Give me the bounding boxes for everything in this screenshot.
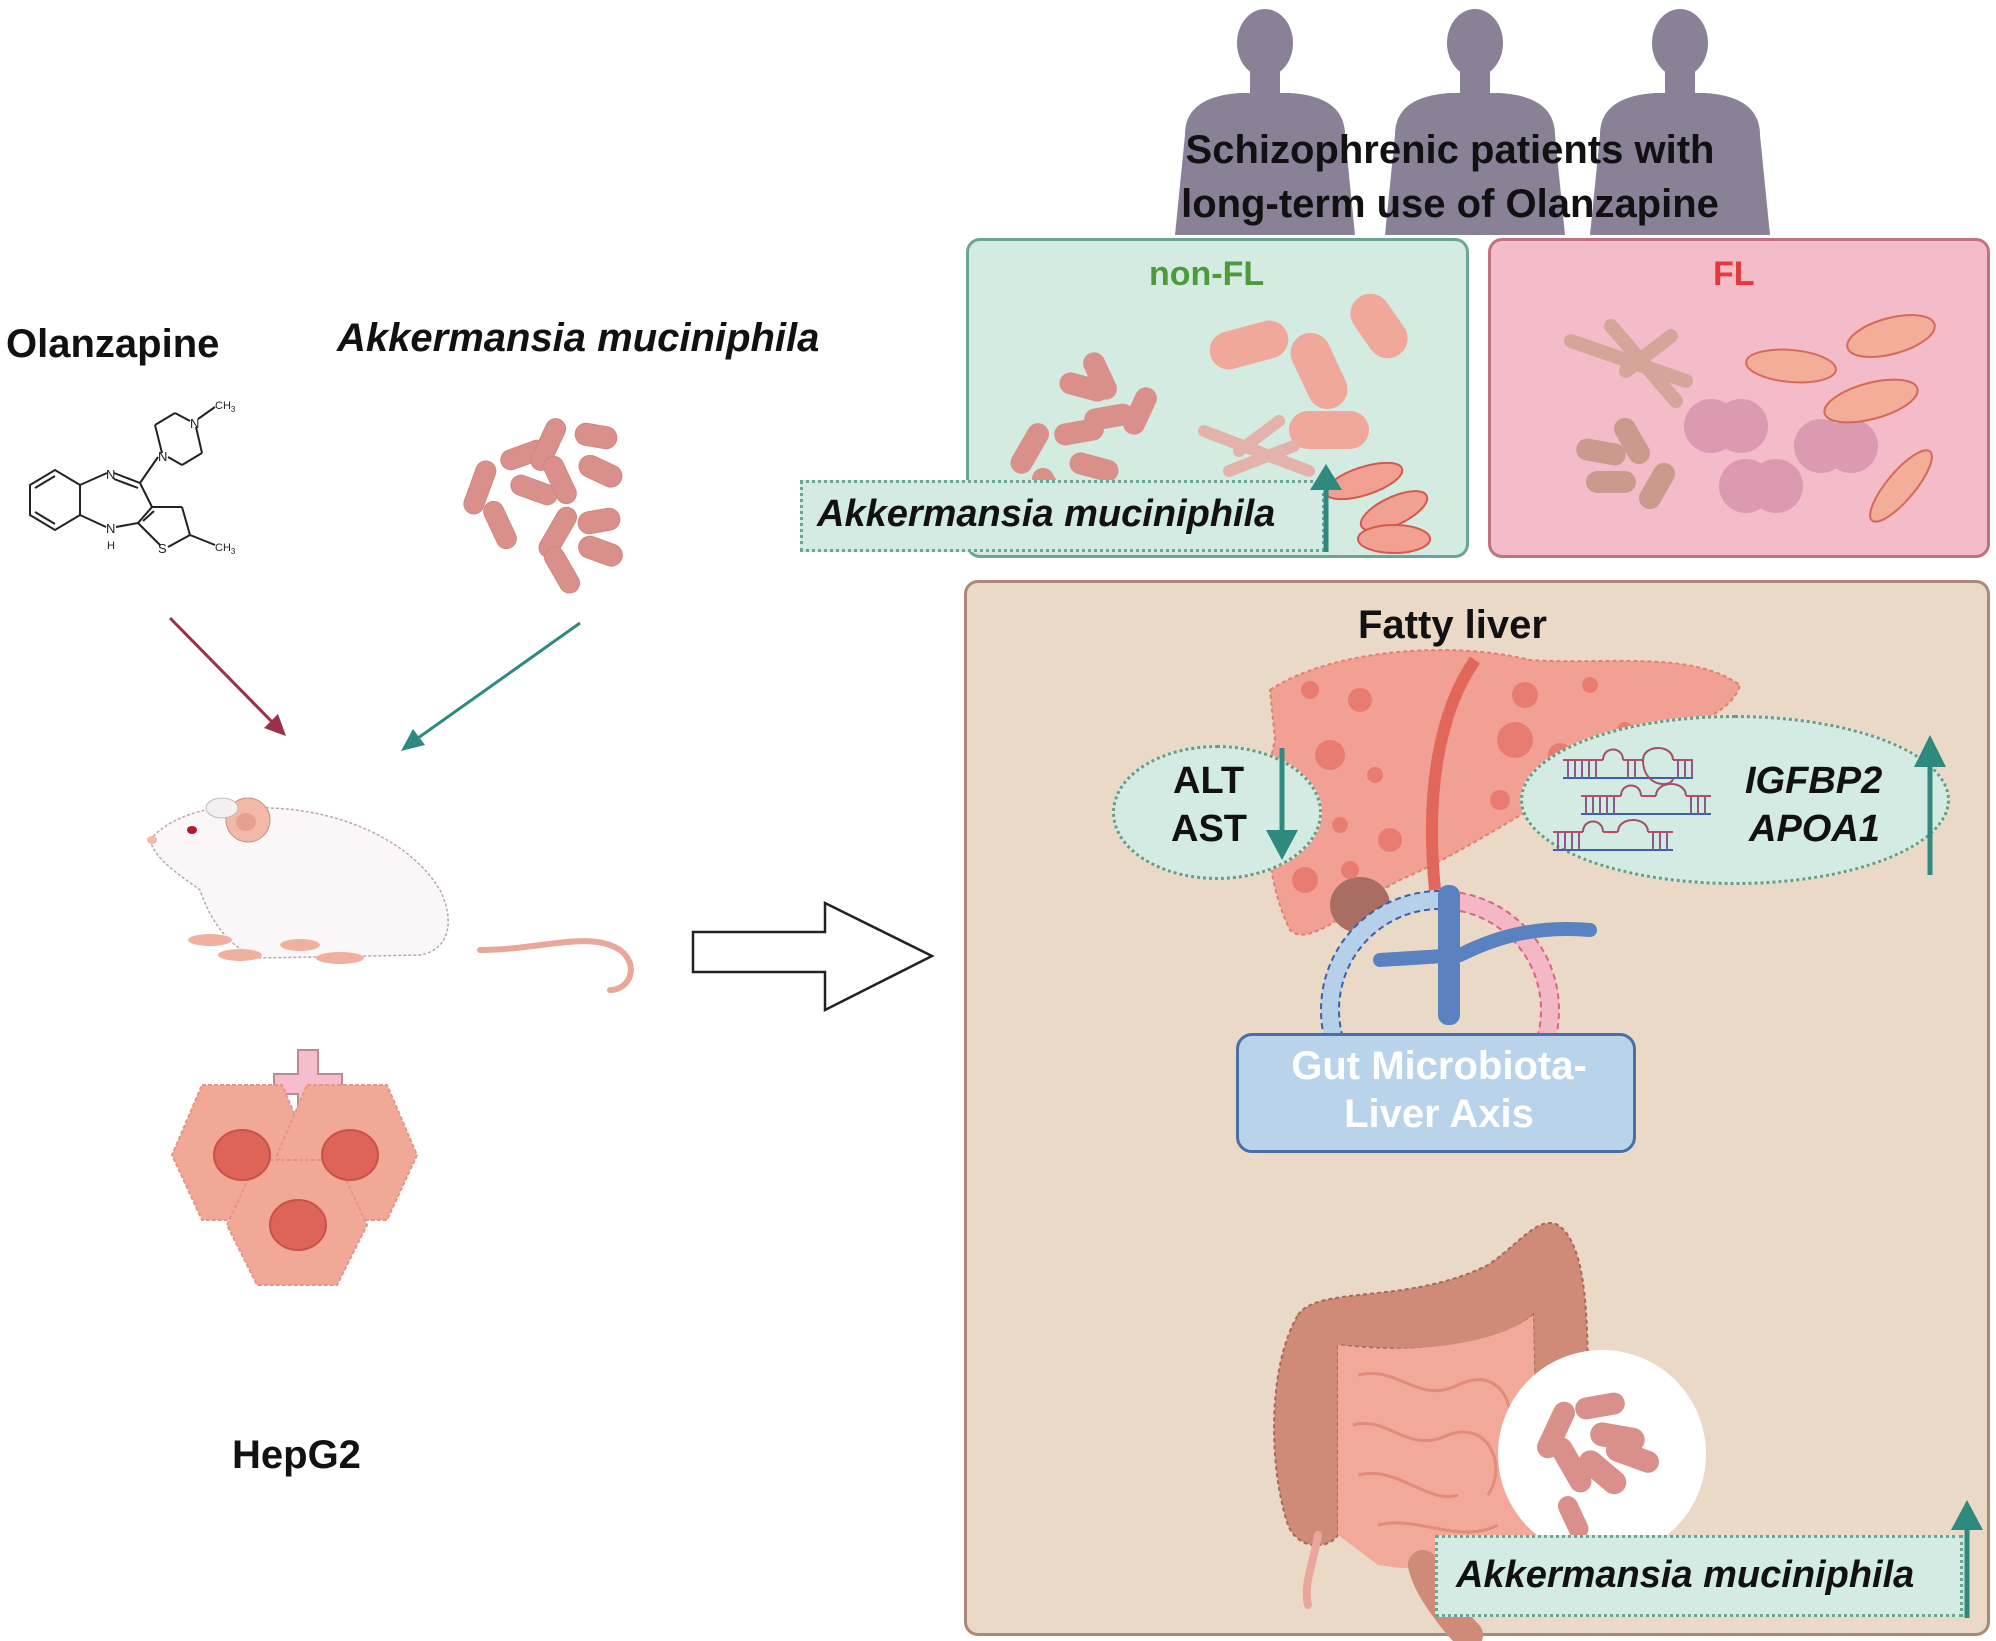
rat-icon [147, 797, 634, 993]
hepg2-label: HepG2 [232, 1433, 361, 1477]
non-fl-akkermansia-text: Akkermansia muciniphila [817, 493, 1276, 535]
apoa1-label: APOA1 [1749, 808, 1880, 850]
olanzapine-label: Olanzapine [6, 322, 220, 366]
fl-microbes-icon [1564, 314, 1936, 523]
olanzapine-arrow-icon [168, 616, 286, 736]
cohort-title-line2: long-term use of Olanzapine [1181, 182, 1719, 226]
patients-silhouettes-icon [1175, 9, 1770, 235]
akkermansia-cluster-icon [463, 418, 623, 594]
fl-label: FL [1713, 255, 1755, 293]
atom-n-imine: N [106, 467, 115, 482]
dna-icon [1553, 747, 1711, 851]
akkermansia-arrow-icon [401, 621, 581, 751]
enzymes-oval: ALT AST [1112, 745, 1322, 880]
gut-liver-axis-box: Gut Microbiota- Liver Axis [1236, 1033, 1636, 1153]
atom-n-ring: N [158, 449, 167, 464]
result-arrow-icon [691, 900, 935, 1013]
non-fl-up-arrow-icon [1310, 464, 1342, 552]
gut-bacteria-zoom-circle [1498, 1350, 1706, 1558]
atom-nh-n: N [106, 521, 115, 536]
gut-akkermansia-icon [1536, 1392, 1659, 1539]
atom-n-top: N [190, 416, 199, 431]
genes-up-arrow-icon [1914, 735, 1946, 875]
gut-up-arrow-icon [1951, 1500, 1983, 1618]
non-fl-akkermansia-badge: Akkermansia muciniphila [800, 480, 1325, 552]
fatty-liver-title: Fatty liver [1358, 603, 1547, 647]
atom-s: S [158, 541, 167, 556]
gut-akkermansia-badge: Akkermansia muciniphila [1435, 1535, 1963, 1617]
atom-ch3-top: CH3 [215, 400, 236, 414]
alt-label: ALT [1173, 760, 1245, 802]
cohort-title-line1: Schizophrenic patients with [1185, 128, 1715, 172]
genes-oval: IGFBP2 APOA1 [1520, 715, 1950, 885]
portal-vein-icon [1373, 885, 1597, 1025]
non-fl-microbes-icon [1010, 293, 1431, 554]
igfbp2-label: IGFBP2 [1745, 760, 1883, 802]
axis-label-line1: Gut Microbiota- [1291, 1044, 1587, 1088]
fatty-liver-icon [1265, 649, 1742, 936]
fl-panel: FL [1488, 238, 1990, 558]
ast-label: AST [1171, 808, 1247, 850]
atom-nh-h: H [107, 540, 115, 552]
akkermansia-label: Akkermansia muciniphila [337, 316, 820, 360]
olanzapine-structure-icon: N N N CH3 N H S CH3 [29, 400, 236, 556]
non-fl-label: non-FL [1149, 255, 1265, 293]
axis-label-line2: Liver Axis [1344, 1092, 1534, 1136]
gut-akkermansia-text: Akkermansia muciniphila [1456, 1554, 1915, 1596]
atom-ch3-bottom: CH3 [215, 542, 236, 556]
hepg2-cells-icon [170, 1084, 419, 1286]
enzymes-down-arrow-icon [1266, 748, 1298, 860]
